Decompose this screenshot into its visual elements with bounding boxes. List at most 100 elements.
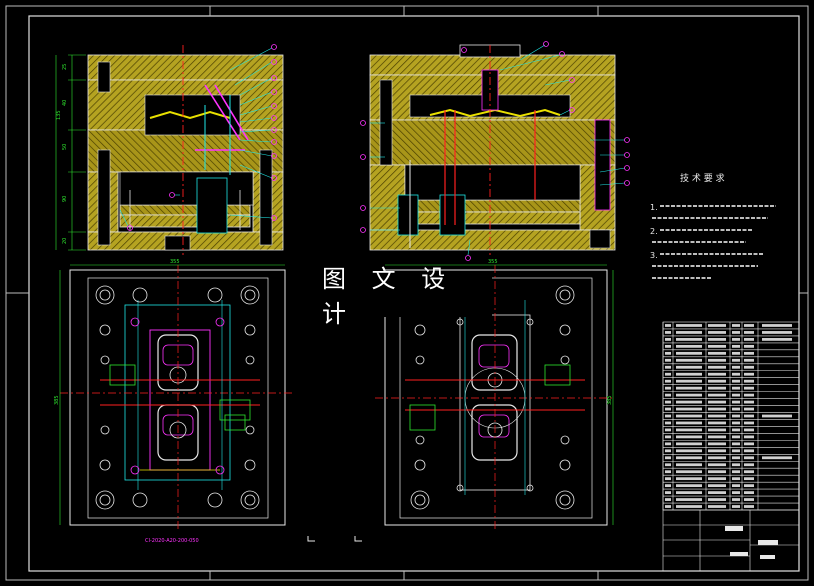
- left-dim-1: 40: [62, 100, 68, 106]
- right-plan-view: [375, 265, 615, 530]
- bom-cell-mark: [708, 407, 726, 411]
- bom-cell-mark: [744, 400, 754, 404]
- left-dim-0: 25: [62, 64, 68, 70]
- bom-cell-mark: [732, 386, 740, 390]
- left-dim-3: 50: [62, 144, 68, 150]
- bom-cell-mark: [665, 442, 671, 446]
- tech-requirements: 技 术 要 求 1. 2. 3.: [650, 172, 776, 279]
- bom-table: [662, 321, 800, 511]
- bom-cell-mark: [744, 505, 754, 508]
- frame-zone-ticks: [6, 6, 808, 580]
- bom-cell-mark: [665, 331, 671, 334]
- bom-cell-mark: [708, 400, 726, 404]
- left-plan-dims: [59, 264, 285, 525]
- section-markers: [307, 536, 362, 542]
- bom-cell-mark: [732, 477, 740, 481]
- bom-cell-mark: [676, 421, 702, 425]
- bom-cell-mark: [744, 324, 754, 327]
- bom-cell-mark: [665, 365, 671, 369]
- bom-cell-mark: [744, 428, 754, 432]
- bom-cell-mark: [665, 505, 671, 508]
- bom-cell-mark: [744, 442, 754, 446]
- bom-cell-mark: [762, 338, 792, 341]
- bom-cell-mark: [732, 421, 740, 425]
- bom-cell-mark: [732, 365, 740, 369]
- right-section-view: [369, 44, 616, 255]
- bom-cell-mark: [732, 379, 740, 383]
- bom-cell-mark: [762, 324, 792, 327]
- bom-cell-mark: [732, 498, 740, 501]
- left-view-balloons: [127, 44, 277, 231]
- watermark-text: 图 文 设 计: [322, 265, 455, 328]
- bom-cell-mark: [708, 344, 726, 348]
- bom-cell-mark: [676, 372, 702, 376]
- bom-cell-mark: [708, 449, 726, 453]
- bom-cell-mark: [676, 351, 702, 355]
- bom-cell-mark: [676, 365, 702, 369]
- bom-cell-mark: [676, 456, 702, 460]
- left-dim-4: 90: [62, 196, 68, 202]
- bom-cell-mark: [676, 505, 702, 508]
- bom-cell-mark: [732, 400, 740, 404]
- bom-cell-mark: [708, 470, 726, 474]
- bom-cell-mark: [744, 470, 754, 474]
- bom-cell-mark: [744, 344, 754, 348]
- bom-cell-mark: [732, 414, 740, 418]
- bom-cell-mark: [708, 421, 726, 425]
- bom-cell-mark: [676, 386, 702, 390]
- bom-cell-mark: [676, 344, 702, 348]
- tech-req-num-2: 2.: [650, 227, 658, 236]
- bom-cell-mark: [744, 407, 754, 411]
- bom-cell-mark: [708, 477, 726, 481]
- bom-cell-mark: [762, 456, 792, 460]
- bom-cell-mark: [676, 477, 702, 481]
- right-view-balloons: [360, 41, 630, 261]
- bom-cell-mark: [708, 365, 726, 369]
- watermark-banner: 图 文 设 计: [322, 265, 492, 328]
- bom-cell-mark: [665, 414, 671, 418]
- bom-cell-mark: [744, 484, 754, 488]
- bom-cell-mark: [708, 386, 726, 390]
- bom-cell-mark: [708, 372, 726, 376]
- bom-cell-mark: [665, 351, 671, 355]
- bom-cell-mark: [744, 365, 754, 369]
- bom-cell-mark: [665, 491, 671, 494]
- bom-cell-mark: [708, 331, 726, 334]
- bom-cell-mark: [665, 324, 671, 327]
- bom-cell-mark: [676, 400, 702, 404]
- bom-cell-mark: [732, 344, 740, 348]
- bom-cell-mark: [665, 358, 671, 362]
- bom-cell-mark: [676, 435, 702, 439]
- bom-cell-mark: [744, 351, 754, 355]
- bom-cell-mark: [676, 470, 702, 474]
- bom-cell-mark: [708, 491, 726, 494]
- bom-cell-mark: [676, 428, 702, 432]
- bom-cell-mark: [708, 505, 726, 508]
- bom-cell-mark: [665, 372, 671, 376]
- bom-cell-mark: [732, 407, 740, 411]
- bom-cell-mark: [744, 338, 754, 341]
- bom-cell-mark: [732, 505, 740, 508]
- bom-cell-mark: [676, 393, 702, 397]
- bom-cell-mark: [744, 449, 754, 453]
- bom-cell-mark: [676, 338, 702, 341]
- bom-cell-mark: [676, 414, 702, 418]
- bom-cell-mark: [708, 498, 726, 501]
- bom-cell-mark: [665, 477, 671, 481]
- bom-cell-mark: [744, 463, 754, 467]
- bom-cell-mark: [732, 449, 740, 453]
- bom-cell-mark: [665, 344, 671, 348]
- bom-cell-mark: [732, 372, 740, 376]
- bom-cell-mark: [665, 379, 671, 383]
- bom-cell-mark: [744, 456, 754, 460]
- bom-cell-mark: [665, 456, 671, 460]
- bom-cell-mark: [732, 491, 740, 494]
- bom-cell-mark: [708, 484, 726, 488]
- bom-cell-mark: [732, 324, 740, 327]
- bom-cell-mark: [676, 379, 702, 383]
- left-section-view: [87, 45, 284, 255]
- bom-cell-mark: [708, 338, 726, 341]
- bom-cell-mark: [732, 358, 740, 362]
- bom-cell-mark: [744, 386, 754, 390]
- bom-cell-mark: [744, 331, 754, 334]
